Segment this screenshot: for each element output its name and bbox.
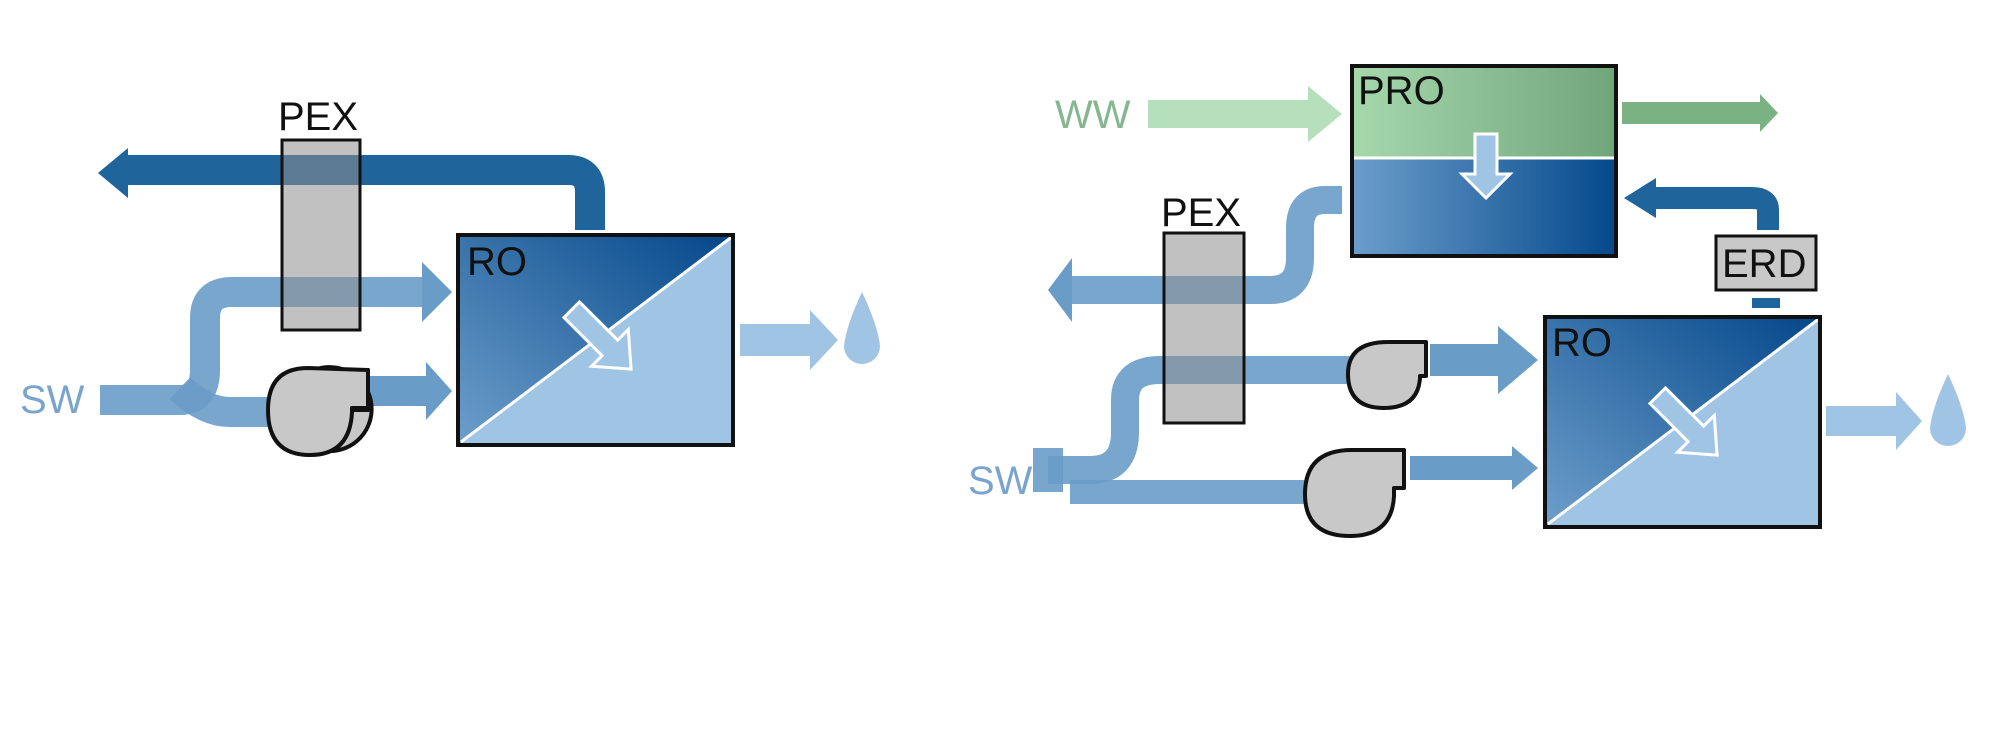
left-ro-unit: [456, 233, 735, 447]
right-ww-outlet-arrow: [1622, 94, 1778, 132]
left-sw-pump-branch: [169, 376, 290, 427]
right-brine-stream: [1070, 186, 1342, 304]
right-sw-feed-stream: [1048, 356, 1352, 484]
left-sw-label: SW: [20, 378, 85, 422]
right-erd-connector: [1752, 298, 1780, 308]
right-upper-pump-arrow: [1430, 326, 1538, 394]
right-pump-icon-upper: [1346, 340, 1428, 410]
left-pump-icon: [266, 365, 374, 457]
left-ro-label: RO: [467, 240, 527, 284]
right-sw-label: SW: [968, 459, 1033, 503]
left-system: PEX RO SW: [20, 95, 880, 457]
right-system: WW PEX: [968, 64, 1966, 538]
right-lower-pump-arrow: [1410, 446, 1538, 490]
left-brine-stream: [98, 148, 605, 230]
left-feed-arrow-head: [422, 262, 452, 322]
left-water-drop-icon: [844, 292, 880, 364]
right-ww-inlet-arrow: [1148, 86, 1342, 142]
right-product-arrow: [1826, 392, 1922, 450]
left-product-arrow: [740, 310, 838, 370]
right-pex-label: PEX: [1161, 191, 1241, 235]
right-pump-icon-lower: [1303, 448, 1406, 538]
right-ww-label: WW: [1055, 93, 1131, 137]
right-brine-arrow-head: [1048, 258, 1072, 322]
right-erd-label: ERD: [1722, 242, 1806, 286]
right-pro-label: PRO: [1358, 69, 1445, 113]
left-pex-label: PEX: [278, 95, 358, 139]
right-ro-unit: [1543, 315, 1822, 529]
right-pex-box: [1162, 231, 1246, 425]
right-water-drop-icon: [1930, 374, 1966, 446]
right-erd-box: [1714, 234, 1818, 292]
right-pro-unit: [1350, 64, 1618, 258]
left-pump-outlet-arrow: [370, 362, 452, 420]
left-pex-box: [280, 138, 362, 332]
right-ro-label: RO: [1552, 321, 1612, 365]
right-erd-return-stream: [1624, 178, 1779, 230]
